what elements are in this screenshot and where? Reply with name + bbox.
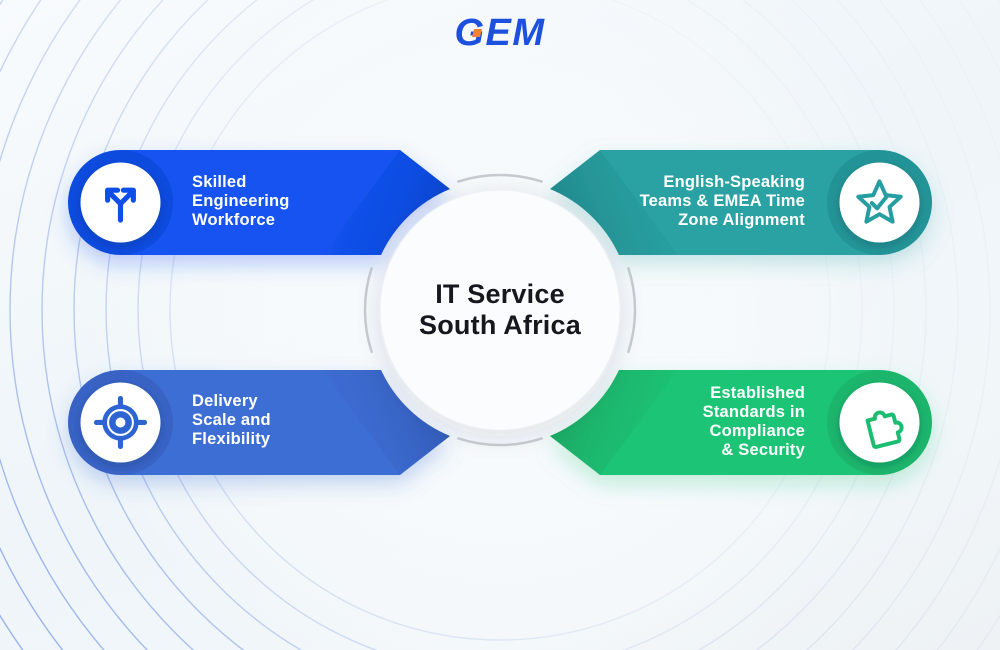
label-line: English-Speaking (663, 173, 805, 191)
ribbon-bottom-left (68, 370, 451, 475)
label-line: Zone Alignment (678, 211, 805, 229)
label-line: Engineering (192, 192, 290, 210)
label-english-speaking-teams: English-Speaking Teams & EMEA Time Zone … (640, 173, 805, 230)
label-line: Standards in (702, 403, 805, 421)
split-arrows-icon (105, 187, 136, 223)
icon-circle-bottom-left (80, 382, 161, 463)
star-check-icon (856, 179, 903, 224)
label-line: Flexibility (192, 430, 271, 448)
ribbon-top-left-fold (322, 150, 450, 255)
ribbon-top-left (68, 150, 451, 255)
arc-right (627, 267, 637, 353)
label-line: Established (710, 384, 805, 402)
label-established-standards: Established Standards in Compliance & Se… (703, 384, 805, 460)
target-icon (93, 395, 148, 450)
center-circle (379, 189, 621, 431)
ribbon-top-right-fold (550, 150, 678, 255)
label-line: Scale and (192, 411, 271, 429)
center-title-line1: IT Service (435, 279, 565, 309)
label-line: & Security (721, 441, 805, 459)
center-title-line2: South Africa (419, 310, 581, 340)
ribbon-bottom-right (550, 370, 933, 475)
label-line: Teams & EMEA Time (639, 192, 805, 210)
label-delivery-scale-flexibility: Delivery Scale and Flexibility (192, 392, 271, 449)
label-line: Skilled (192, 173, 247, 191)
label-skilled-engineering-workforce: Skilled Engineering Workforce (192, 173, 290, 230)
label-line: Compliance (709, 422, 805, 440)
arc-bottom (457, 437, 543, 447)
center-title: IT Service South Africa (380, 279, 620, 341)
ribbon-top-right (550, 150, 933, 255)
arc-top (457, 173, 543, 183)
ribbon-bottom-right-fold (550, 370, 678, 475)
ribbon-bottom-left-fold (322, 370, 450, 475)
logo-inner: GEM (454, 12, 545, 54)
label-line: Delivery (192, 392, 258, 410)
logo: GEM (0, 12, 1000, 54)
center-arc-marks (363, 173, 637, 447)
logo-text: GEM (454, 12, 546, 54)
label-line: Workforce (192, 211, 276, 229)
puzzle-icon (865, 410, 904, 449)
icon-circle-bottom-right (839, 382, 920, 463)
arc-left (363, 267, 373, 353)
